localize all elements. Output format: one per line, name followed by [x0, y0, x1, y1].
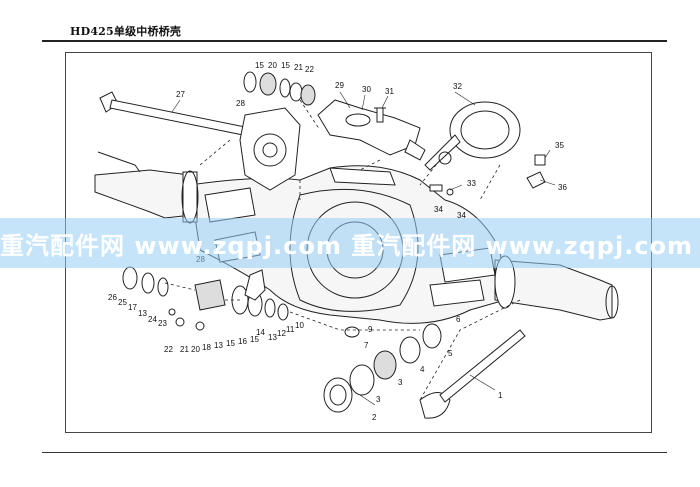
callout-12: 11 — [286, 325, 295, 334]
callout-13: 12 — [277, 329, 286, 338]
right-spindle — [494, 255, 619, 321]
hub-flange — [239, 107, 301, 191]
callout-26: 27 — [176, 90, 185, 99]
callout-17b: 15 — [281, 61, 290, 70]
callout-34: 34 — [434, 205, 443, 214]
callout-24: 22 — [305, 65, 314, 74]
header-rule — [42, 40, 667, 42]
callout-1: 1 — [498, 391, 503, 400]
callout-24b: 25 — [118, 298, 127, 307]
callout-25: 26 — [108, 293, 117, 302]
watermark-text: 重汽配件网 www.zqpj.com 重汽配件网 www.zqpj.com — [0, 232, 694, 260]
page-title: HD425单级中桥桥壳 — [70, 25, 182, 38]
footer-rule — [42, 452, 667, 453]
brake-chamber — [424, 101, 521, 171]
assembly-lines — [164, 99, 521, 401]
callout-16: 15 — [226, 339, 235, 348]
callout-10: 9 — [368, 325, 373, 334]
lower-right-parts — [323, 323, 526, 419]
callout-5: 4 — [420, 365, 425, 374]
callout-35: 35 — [555, 141, 564, 150]
callout-29: 30 — [362, 85, 371, 94]
callout-17c: 16 — [238, 337, 247, 346]
callout-17: 15 — [255, 61, 264, 70]
watermark-band — [0, 218, 700, 268]
callout-27: 28 — [236, 99, 245, 108]
callout-14: 13 — [138, 309, 147, 318]
callout-11: 10 — [295, 321, 304, 330]
callout-14c: 13 — [268, 333, 277, 342]
half-shaft-upper — [99, 91, 251, 137]
callout-6: 5 — [448, 349, 453, 358]
callout-32: 33 — [467, 179, 476, 188]
callout-2: 2 — [372, 413, 377, 422]
callout-28: 29 — [335, 81, 344, 90]
callout-23: 21 — [294, 63, 303, 72]
callout-31: 32 — [453, 82, 462, 91]
axle-housing — [189, 165, 506, 324]
upper-seal-stack — [243, 71, 316, 106]
callout-22b: 23 — [158, 319, 167, 328]
callout-18: 17 — [128, 303, 137, 312]
callout-14b: 13 — [214, 341, 223, 350]
left-spindle — [94, 151, 199, 224]
callout-18b: 18 — [202, 343, 211, 352]
top-bracket — [317, 99, 426, 161]
callout-36: 36 — [558, 183, 567, 192]
callout-20: 21 — [180, 345, 189, 354]
fittings — [429, 154, 546, 196]
callout-15: 14 — [256, 328, 265, 337]
callout-30: 31 — [385, 87, 394, 96]
callout-23b: 24 — [148, 315, 157, 324]
leader-lines — [171, 91, 556, 406]
callout-16b: 15 — [250, 335, 259, 344]
callout-7: 6 — [456, 315, 461, 324]
callout-19: 20 — [191, 345, 200, 354]
callout-33: 34 — [457, 211, 466, 220]
callout-3: 3 — [376, 395, 381, 404]
callout-21: 22 — [164, 345, 173, 354]
callout-9: 7 — [364, 341, 369, 350]
bolt-30 — [374, 107, 386, 123]
callout-4: 3 — [398, 378, 403, 387]
callout-22: 20 — [268, 61, 277, 70]
